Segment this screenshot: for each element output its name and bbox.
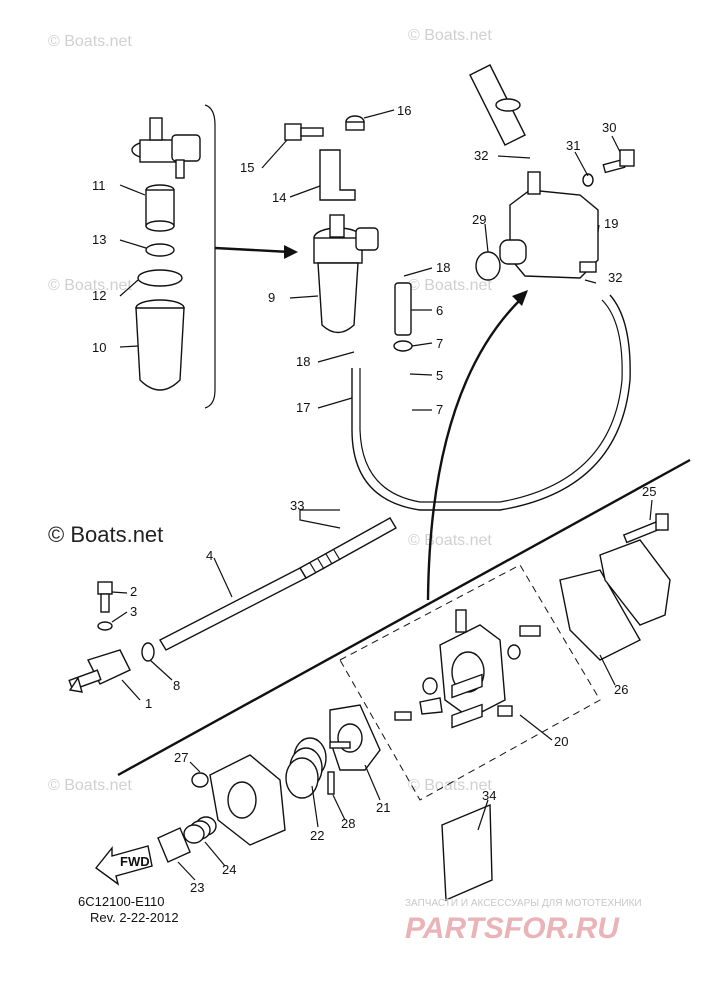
bolt-30 <box>602 149 635 174</box>
callout-18: 18 <box>436 260 450 275</box>
plunger-23 <box>157 827 191 863</box>
watermark: © Boats.net <box>408 777 492 794</box>
callout-30: 30 <box>602 120 616 135</box>
callout-17: 17 <box>296 400 310 415</box>
fuel-filter-9 <box>313 214 379 334</box>
nut-27 <box>191 772 209 788</box>
callout-20: 20 <box>554 734 568 749</box>
callout-7: 7 <box>436 336 443 351</box>
callout-8: 8 <box>173 678 180 693</box>
filter-head-detail <box>131 117 201 179</box>
flow-arrow <box>426 299 521 601</box>
callout-18b: 18 <box>296 354 310 369</box>
watermark: © Boats.net <box>48 33 132 50</box>
callout-22: 22 <box>310 828 324 843</box>
callout-34: 34 <box>482 788 496 803</box>
store-tagline: ЗАПЧАСТИ И АКСЕССУАРЫ ДЛЯ МОТОТЕХНИКИ <box>405 898 642 909</box>
spring-22 <box>285 737 327 799</box>
fwd-arrow-icon: FWD <box>94 845 153 886</box>
nut-16 <box>345 115 365 131</box>
washer-3 <box>97 621 113 631</box>
joint-1 <box>68 649 131 693</box>
callout-28: 28 <box>341 816 355 831</box>
callout-32b: 32 <box>608 270 622 285</box>
washer-31 <box>582 173 594 187</box>
o-ring-12 <box>137 269 183 287</box>
pin-28 <box>327 771 335 795</box>
callout-23: 23 <box>190 880 204 895</box>
fuel-pump-19 <box>499 171 599 279</box>
callout-5: 5 <box>436 368 443 383</box>
bolt-25 <box>622 513 669 544</box>
bolt-2 <box>97 581 113 613</box>
store-logo: PARTSFOR.RU <box>405 912 620 945</box>
callout-14: 14 <box>272 190 286 205</box>
callout-16: 16 <box>397 103 411 118</box>
hose-33 <box>299 517 397 579</box>
arrowhead <box>512 290 528 306</box>
engine-boundary-line <box>117 458 691 777</box>
watermark: © Boats.net <box>48 277 132 294</box>
arrowhead <box>284 245 298 259</box>
hose-6 <box>394 282 412 336</box>
pipe-4 <box>159 567 307 651</box>
callout-29: 29 <box>472 212 486 227</box>
bolt-15 <box>284 123 324 141</box>
fwd-label: FWD <box>120 854 150 869</box>
callout-7b: 7 <box>436 402 443 417</box>
cover-plate <box>599 539 671 626</box>
label-34 <box>441 673 493 902</box>
callout-15: 15 <box>240 160 254 175</box>
diaphragm-21 <box>329 704 381 771</box>
callout-32: 32 <box>474 148 488 163</box>
callout-25: 25 <box>642 484 656 499</box>
callout-6: 6 <box>436 303 443 318</box>
clip-8 <box>141 642 155 662</box>
callout-19: 19 <box>604 216 618 231</box>
pump-inlet-tube <box>469 64 526 146</box>
callout-31: 31 <box>566 138 580 153</box>
bracket-14 <box>319 149 356 201</box>
gasket-26 <box>559 569 641 661</box>
filter-element-11 <box>145 184 175 232</box>
spring-24 <box>183 816 217 844</box>
callout-11: 11 <box>92 178 106 193</box>
o-ring-29 <box>475 251 501 281</box>
callout-4: 4 <box>206 548 213 563</box>
callout-26: 26 <box>614 682 628 697</box>
filter-bowl-10 <box>135 299 185 391</box>
callout-33: 33 <box>290 498 304 513</box>
callout-numbers: 1 2 3 4 5 6 7 7 8 9 10 11 12 13 14 15 16… <box>92 103 656 895</box>
nut-13 <box>145 243 175 257</box>
pump-housing <box>209 754 286 846</box>
callout-27: 27 <box>174 750 188 765</box>
exploded-view-bracket <box>204 104 216 409</box>
watermark: © Boats.net <box>408 532 492 549</box>
callout-9: 9 <box>268 290 275 305</box>
watermark-main: © Boats.net <box>48 522 163 547</box>
callout-1: 1 <box>145 696 152 711</box>
exploded-view-arrow <box>214 246 291 254</box>
assembly-20-outline <box>339 564 601 801</box>
watermark: © Boats.net <box>48 777 132 794</box>
callout-2: 2 <box>130 584 137 599</box>
revision-date: Rev. 2-22-2012 <box>90 910 179 925</box>
callout-3: 3 <box>130 604 137 619</box>
clamp-7 <box>393 340 413 352</box>
watermark: © Boats.net <box>408 27 492 44</box>
callout-12: 12 <box>92 288 106 303</box>
watermark: © Boats.net <box>408 277 492 294</box>
callout-21: 21 <box>376 800 390 815</box>
callout-13: 13 <box>92 232 106 247</box>
leader-lines <box>111 109 653 881</box>
hose-17 <box>351 294 631 511</box>
diagram-code: 6C12100-E110 <box>78 894 165 909</box>
watermarks: © Boats.net © Boats.net © Boats.net © Bo… <box>48 27 492 794</box>
callout-24: 24 <box>222 862 236 877</box>
pump-body-20 <box>394 609 541 721</box>
callout-10: 10 <box>92 340 106 355</box>
